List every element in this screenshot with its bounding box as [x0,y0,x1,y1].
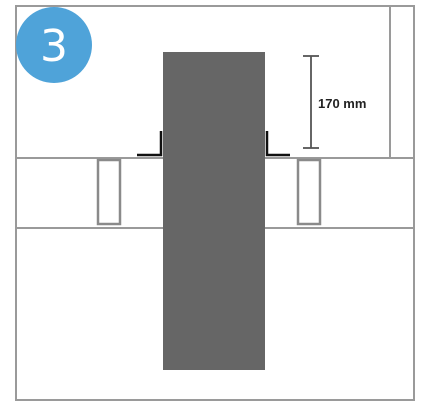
joist-left [96,158,122,226]
step-badge [16,7,92,83]
joist-right [296,158,322,226]
flashing-right [265,131,290,157]
dimension-label: 170 mm [318,96,366,111]
chimney-pipe [163,52,265,370]
diagram-frame [15,5,415,401]
step-number: 3 [40,21,68,72]
flashing-left [137,131,163,157]
